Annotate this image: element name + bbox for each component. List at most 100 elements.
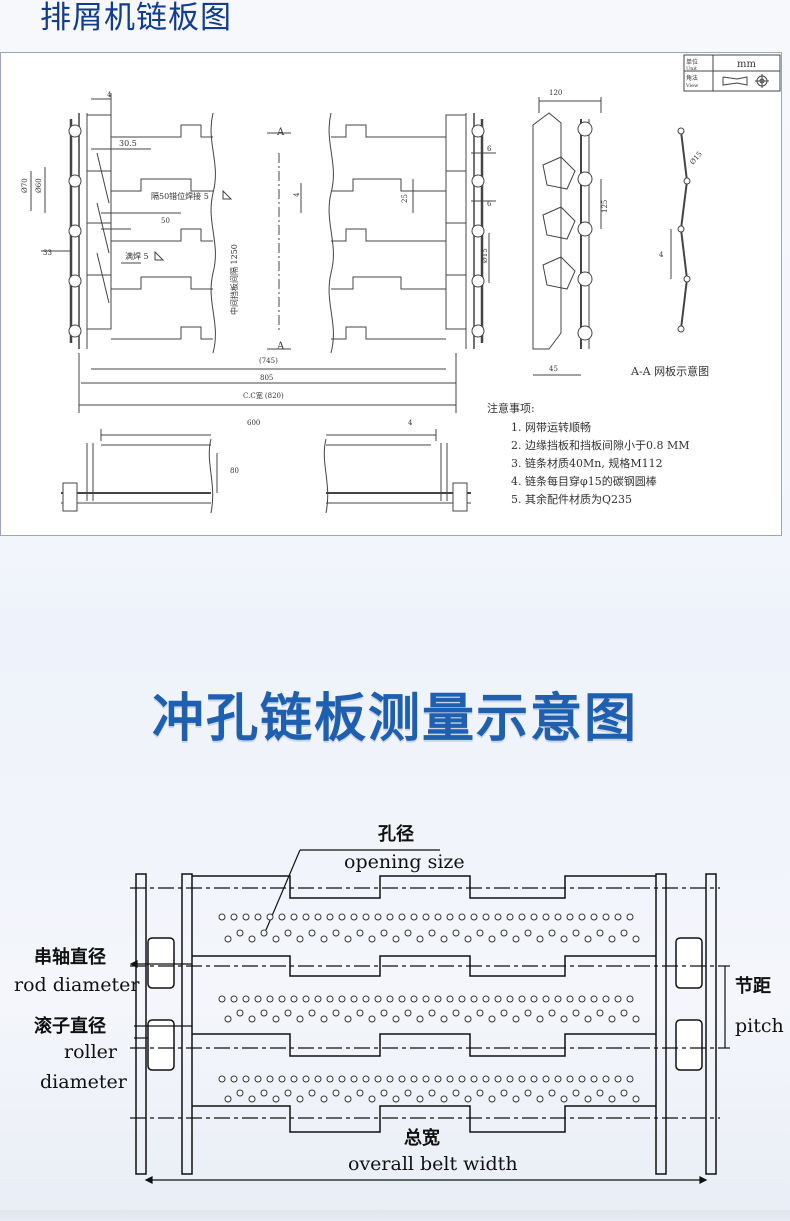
perforation-hole bbox=[362, 995, 370, 1003]
perforation-hole bbox=[386, 995, 394, 1003]
section-view-label: A-A 网板示意图 bbox=[630, 364, 709, 378]
perforation-hole bbox=[320, 935, 328, 943]
perforation-hole bbox=[488, 1015, 496, 1023]
perforation-hole bbox=[338, 1075, 346, 1083]
perforation-hole bbox=[314, 913, 322, 921]
perforation-hole bbox=[416, 1015, 424, 1023]
chain-plate-drawing: 单位 Unit mm 角法 View 4 30.5 Ø70 Ø60 隔50错位焊… bbox=[0, 52, 782, 536]
perforation-hole bbox=[500, 929, 508, 937]
perforation-hole bbox=[260, 1009, 268, 1017]
perforation-hole bbox=[290, 995, 298, 1003]
perforation-hole bbox=[398, 913, 406, 921]
section-title: 冲孔链板测量示意图 bbox=[151, 689, 638, 749]
perforation-hole bbox=[350, 995, 358, 1003]
perforation-hole bbox=[224, 1015, 232, 1023]
perforation-hole bbox=[314, 995, 322, 1003]
width-label-cn: 总宽 bbox=[404, 1127, 440, 1149]
pitch-label-cn: 节距 bbox=[735, 976, 771, 997]
perforation-hole bbox=[278, 995, 286, 1003]
dim-805: 805 bbox=[260, 374, 273, 382]
perforation-hole bbox=[272, 935, 280, 943]
perforation-hole bbox=[302, 995, 310, 1003]
perforation-hole bbox=[320, 1015, 328, 1023]
perforation-hole bbox=[500, 1009, 508, 1017]
perforation-hole bbox=[230, 913, 238, 921]
perforation-hole bbox=[248, 1095, 256, 1103]
perforation-hole bbox=[218, 913, 226, 921]
perforation-hole bbox=[530, 913, 538, 921]
perforation-hole bbox=[362, 1075, 370, 1083]
perforation-hole bbox=[482, 995, 490, 1003]
perforation-hole bbox=[278, 913, 286, 921]
perforation-hole bbox=[602, 913, 610, 921]
perforation-hole bbox=[494, 995, 502, 1003]
perforation-hole bbox=[254, 913, 262, 921]
perforation-hole bbox=[218, 995, 226, 1003]
perforation-hole bbox=[584, 1095, 592, 1103]
perforation-hole bbox=[338, 995, 346, 1003]
perforation-hole bbox=[428, 929, 436, 937]
perforation-hole bbox=[302, 913, 310, 921]
perforation-hole bbox=[356, 1009, 364, 1017]
weld-note-1: 隔50错位焊接 5 bbox=[151, 191, 209, 201]
perforation-hole bbox=[608, 935, 616, 943]
view-label-cn: 角法 bbox=[686, 74, 698, 82]
perforation-hole bbox=[332, 1089, 340, 1097]
perforation-hole bbox=[446, 995, 454, 1003]
perforation-hole bbox=[440, 1015, 448, 1023]
note-item: 4. 链条每目穿φ15的碳钢圆棒 bbox=[511, 474, 657, 488]
perforation-hole bbox=[284, 929, 292, 937]
perforation-hole bbox=[512, 935, 520, 943]
perforation-hole bbox=[230, 1075, 238, 1083]
perforation-hole bbox=[290, 1075, 298, 1083]
perforation-hole bbox=[290, 913, 298, 921]
perforation-hole bbox=[380, 1089, 388, 1097]
dim-phi15: Ø15 bbox=[481, 248, 489, 263]
perforation-hole bbox=[404, 929, 412, 937]
dim-120: 120 bbox=[549, 89, 562, 97]
perforation-hole bbox=[608, 1095, 616, 1103]
perforation-hole bbox=[428, 1089, 436, 1097]
perforation-hole bbox=[518, 995, 526, 1003]
perforation-hole bbox=[506, 995, 514, 1003]
perforation-hole bbox=[230, 995, 238, 1003]
unit-label-cn: 单位 bbox=[686, 58, 698, 66]
perforation-hole bbox=[518, 1075, 526, 1083]
perforation-hole bbox=[428, 1009, 436, 1017]
dim-6b: 6 bbox=[487, 200, 492, 208]
perforation-hole bbox=[284, 1009, 292, 1017]
perforation-hole bbox=[626, 1075, 634, 1083]
perforation-hole bbox=[494, 913, 502, 921]
perforation-hole bbox=[566, 995, 574, 1003]
perforation-hole bbox=[326, 913, 334, 921]
drawing-svg: 单位 Unit mm 角法 View 4 30.5 Ø70 Ø60 隔50错位焊… bbox=[21, 54, 781, 514]
perforation-hole bbox=[476, 1089, 484, 1097]
perforation-hole bbox=[476, 1009, 484, 1017]
perforation-hole bbox=[572, 1089, 580, 1097]
perforation-hole bbox=[512, 1095, 520, 1103]
unit-value: mm bbox=[737, 59, 756, 70]
note-item: 3. 链条材质40Mn, 规格M112 bbox=[511, 456, 663, 470]
perforation-hole bbox=[470, 913, 478, 921]
perforation-hole bbox=[512, 1015, 520, 1023]
dim-6a: 6 bbox=[487, 145, 492, 153]
perforation-hole bbox=[470, 995, 478, 1003]
perforation-hole bbox=[578, 995, 586, 1003]
perforation-hole bbox=[296, 1015, 304, 1023]
weld-note-2: 满焊 5 bbox=[125, 251, 149, 261]
dim-45: 45 bbox=[549, 365, 558, 373]
perforation-hole bbox=[578, 1075, 586, 1083]
perforation-hole bbox=[590, 913, 598, 921]
perforation-hole bbox=[260, 929, 268, 937]
cc-width: C.C宽 (820) bbox=[243, 391, 284, 400]
perforation-hole bbox=[422, 1075, 430, 1083]
perforation-hole bbox=[452, 1009, 460, 1017]
perforation-hole bbox=[224, 935, 232, 943]
perforation-hole bbox=[620, 929, 628, 937]
perforation-hole bbox=[596, 929, 604, 937]
page-title: 排屑机链板图 bbox=[40, 0, 232, 36]
perforation-hole bbox=[596, 1009, 604, 1017]
perforation-hole bbox=[308, 1009, 316, 1017]
rod-label-en: rod diameter bbox=[14, 974, 140, 996]
perforation-hole bbox=[542, 1075, 550, 1083]
